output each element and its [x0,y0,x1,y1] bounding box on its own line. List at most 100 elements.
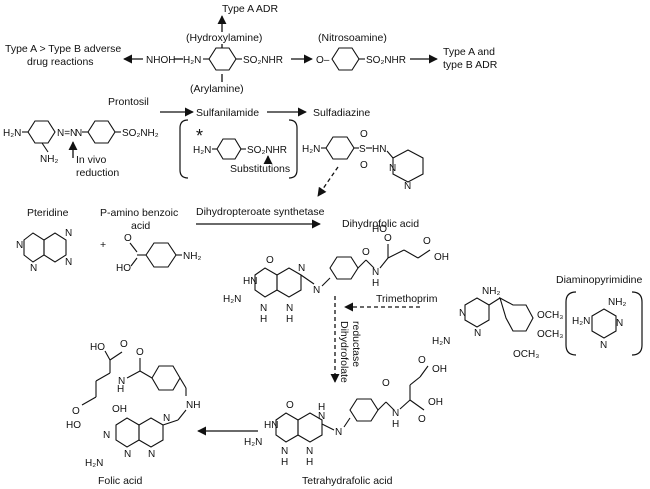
fa-n-bottom: N [124,449,131,460]
fa-nh: NH [186,400,200,411]
bond [130,257,138,267]
pyrimidine-n2: N [404,181,411,192]
paba-label-1: P-amino benzoic [100,207,178,219]
pteridine-n4: N [65,257,72,268]
thf-n-top: N [318,411,325,422]
bond [385,401,395,411]
bond [321,277,331,287]
dhf-n-top: N [298,263,305,274]
dhf-amide-n: N [372,267,379,278]
nitroso-benzene-ring [331,47,360,71]
bond [387,249,405,259]
sulfadiazine-s: S [359,144,366,155]
dhfr-label-2: reductase [350,321,362,367]
tetrahydrofolic-label: Tetrahydrafolic acid [302,475,393,487]
type-a-gt-type-b-label: Type A > Type B adverse [5,43,121,55]
dhf-h-bottom: H [260,314,267,325]
pyrimidine-ring [392,149,424,183]
dap-h2n: H₂N [572,316,590,327]
tmp-nh2-top: NH₂ [482,286,500,297]
sulfadiazine-h2n: H₂N [302,144,320,155]
tmp-h2n: H₂N [432,336,450,347]
dhf-h-bridge: H [286,314,293,325]
dhf-n-bottom: N [260,303,267,314]
folic-acid-label: Folic acid [98,475,143,487]
thf-cooh-o: O [418,414,426,425]
tmp-och3-bottom: OCH₃ [513,349,539,360]
diaminopyrimidine-structure: Diaminopyrimidine NH₂ H₂N N N [556,274,643,356]
dhf-o: O [266,255,274,266]
fa-tail-oh: HO [66,420,81,431]
fa-h2n: H₂N [85,458,103,469]
bond [41,142,49,153]
paba-label-2: acid [131,220,150,232]
pteridine-label: Pteridine [27,207,69,219]
right-bracket [288,119,298,179]
thf-hn: HN [264,420,278,431]
plus-sign: + [100,239,106,251]
diaminopyrimidine-label: Diaminopyrimidine [556,274,643,286]
dap-ring [591,308,617,339]
tmp-och3-mid: OCH₃ [537,329,563,340]
bond [321,423,335,431]
thf-amide-h: H [392,419,399,430]
bond [399,399,411,410]
bond [179,377,187,389]
prontosil-ring-2 [87,120,116,144]
paba-ho: HO [116,263,131,274]
bond [300,274,315,285]
fa-n-top: N [163,413,170,424]
fa-benzene [151,365,181,391]
thf-o: O [286,400,294,411]
sulfanilamide-so2nhr: SO₂NHR [247,145,287,156]
substitutions-label: Substitutions [230,163,290,175]
bond [109,351,123,361]
pteridine-n2: N [30,263,37,274]
fa-ring-b [138,417,164,448]
tmp-benzene [499,296,534,332]
thf-n-bridge: N [306,446,313,457]
sulfadiazine-o-top: O [360,129,368,140]
thf-h-bridge: H [306,457,313,468]
bond [162,419,179,426]
sulfadiazine-benzene [325,136,355,160]
dhf-ring-b [276,267,302,298]
azo-n: N [75,128,82,139]
fa-ring-a [115,417,140,448]
thf-tail-oh: OH [432,364,447,375]
pyrimidine-n1: N [389,163,396,174]
thf-cooh-oh: OH [428,397,443,408]
tetrahydrofolic-acid-structure: O HN H₂N N H N H H N N O N H O OH O OH T… [197,355,447,487]
bond [177,409,187,421]
bond [139,370,153,379]
pteridine-ring-b [43,232,67,263]
azo-group: N=N [57,128,77,139]
thf-amide-n: N [392,408,399,419]
bond [419,365,429,378]
bond [488,297,501,306]
prontosil-label: Prontosil [108,96,149,108]
in-vivo-label: In vivo [76,154,107,166]
sulfadiazine-inhibition-arrow [317,166,339,197]
tmp-n2: N [474,328,481,339]
h2n-group: H₂N [183,55,201,66]
dhf-ho: HO [372,224,387,235]
nitrosoamine-label: (Nitrosoamine) [318,32,387,44]
thf-amide-o: O [382,378,390,389]
sulfadiazine-hn: HN [372,144,386,155]
sulfadiazine-o-bottom: O [360,160,368,171]
dhf-hn: HN [243,276,257,287]
prontosil-so2nh2: SO₂NH₂ [122,128,159,139]
pteridine-n3: N [65,228,72,239]
bond [357,259,367,269]
so2nhr-group: SO₂NHR [243,55,283,66]
bond [365,259,375,269]
dap-n1: N [616,318,623,329]
dihydrofolic-acid-structure: O HN H₂N N H N H N N O N H O HO O OH Dih… [223,224,449,383]
fa-oh: OH [112,404,127,415]
paba-nh2: NH₂ [183,251,201,262]
dhfr-label-1: Dihydrofolate [338,321,350,383]
fa-amide-n: N [118,376,125,387]
dhf-n-linker: N [313,285,320,296]
